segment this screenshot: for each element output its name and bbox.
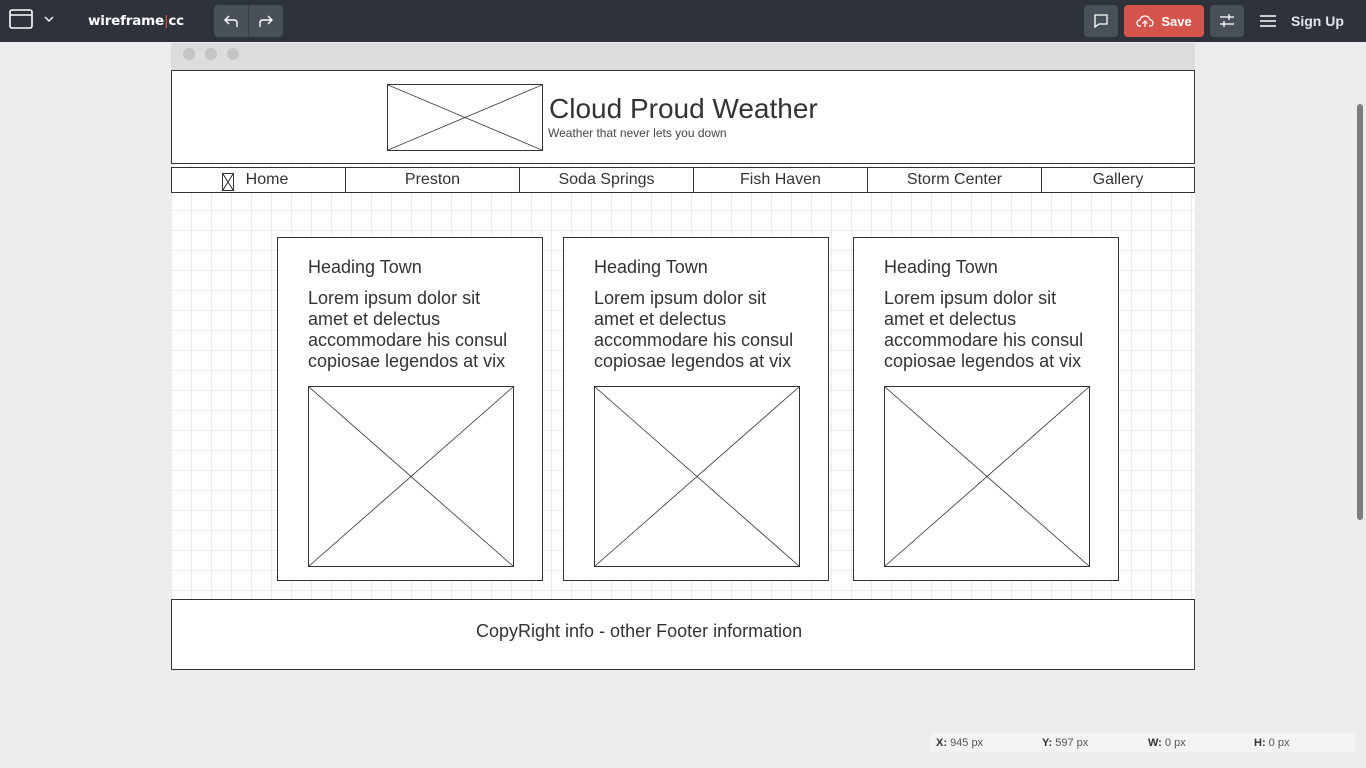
save-button[interactable]: Save: [1124, 5, 1204, 37]
logo-image-placeholder[interactable]: [387, 84, 543, 151]
town-card[interactable]: Heading Town Lorem ipsum dolor sit amet …: [853, 237, 1119, 581]
status-y-label: Y:: [1042, 737, 1053, 749]
card-body-text: Lorem ipsum dolor sit amet et delectus a…: [594, 288, 794, 371]
window-dot: [227, 48, 239, 60]
small-image-placeholder-icon: [222, 173, 234, 191]
status-x-label: X:: [936, 737, 947, 749]
status-w-value: 0 px: [1164, 737, 1186, 749]
status-w-label: W:: [1148, 737, 1162, 749]
wireframe-nav: Home Preston Soda Springs Fish Haven Sto…: [171, 167, 1195, 193]
wireframe-footer[interactable]: [171, 599, 1195, 670]
logo-separator: |: [163, 13, 169, 29]
site-title[interactable]: Cloud Proud Weather: [549, 93, 818, 124]
town-card[interactable]: Heading Town Lorem ipsum dolor sit amet …: [277, 237, 543, 581]
nav-item-soda-springs[interactable]: Soda Springs: [520, 168, 694, 192]
image-placeholder-icon: [388, 85, 542, 150]
wireframe-header[interactable]: [171, 70, 1195, 164]
nav-label: Soda Springs: [558, 171, 655, 188]
image-placeholder-icon: [885, 387, 1089, 566]
undo-redo-group: [214, 5, 283, 37]
footer-text[interactable]: CopyRight info - other Footer informatio…: [476, 621, 803, 641]
redo-button[interactable]: [248, 5, 283, 37]
town-card[interactable]: Heading Town Lorem ipsum dolor sit amet …: [563, 237, 829, 581]
nav-item-storm-center[interactable]: Storm Center: [868, 168, 1042, 192]
window-icon: [9, 9, 33, 29]
nav-item-gallery[interactable]: Gallery: [1042, 168, 1194, 192]
logo-text-left: wireframe: [88, 13, 164, 29]
status-h-value: 0 px: [1268, 737, 1290, 749]
nav-item-preston[interactable]: Preston: [346, 168, 520, 192]
nav-label: Preston: [404, 171, 461, 188]
status-h-label: H:: [1254, 737, 1266, 749]
card-body-text: Lorem ipsum dolor sit amet et delectus a…: [308, 288, 508, 371]
nav-label: Gallery: [1092, 171, 1144, 188]
card-image-placeholder[interactable]: [308, 386, 514, 567]
settings-button[interactable]: [1210, 5, 1244, 37]
cloud-upload-icon: [1136, 15, 1154, 27]
card-heading: Heading Town: [884, 257, 998, 277]
comment-button[interactable]: [1084, 5, 1118, 37]
card-image-placeholder[interactable]: [594, 386, 800, 567]
window-dot: [183, 48, 195, 60]
status-y-value: 597 px: [1055, 737, 1089, 749]
sign-up-link[interactable]: Sign Up: [1291, 13, 1344, 29]
chevron-down-icon: [44, 16, 54, 22]
image-placeholder-icon: [309, 387, 513, 566]
app-menu-button[interactable]: [9, 9, 54, 29]
coordinates-status-bar: X: 945 px Y: 597 px W: 0 px H: 0 px: [930, 733, 1355, 752]
status-w: W: 0 px: [1148, 737, 1186, 749]
card-heading: Heading Town: [308, 257, 422, 277]
nav-item-fish-haven[interactable]: Fish Haven: [694, 168, 868, 192]
hamburger-menu-icon[interactable]: [1258, 11, 1278, 31]
browser-frame-bar: [171, 43, 1195, 70]
nav-label: Fish Haven: [740, 171, 821, 188]
comment-icon: [1094, 14, 1108, 29]
status-x: X: 945 px: [936, 737, 983, 749]
nav-label: Storm Center: [906, 171, 1003, 188]
status-x-value: 945 px: [950, 737, 984, 749]
logo-text-right: cc: [168, 13, 184, 29]
card-image-placeholder[interactable]: [884, 386, 1090, 567]
app-logo: wireframe|cc: [88, 13, 184, 29]
undo-button[interactable]: [214, 5, 248, 37]
undo-icon: [224, 15, 238, 27]
sliders-icon: [1220, 14, 1234, 27]
site-subtitle[interactable]: Weather that never lets you down: [548, 126, 727, 140]
image-placeholder-icon: [595, 387, 799, 566]
window-dot: [205, 48, 217, 60]
vertical-scrollbar[interactable]: [1357, 104, 1363, 520]
nav-item-home[interactable]: Home: [172, 168, 346, 192]
status-h: H: 0 px: [1254, 737, 1289, 749]
status-y: Y: 597 px: [1042, 737, 1088, 749]
card-body-text: Lorem ipsum dolor sit amet et delectus a…: [884, 288, 1084, 371]
nav-label: Home: [245, 171, 289, 188]
save-label: Save: [1161, 13, 1192, 29]
top-toolbar: wireframe|cc Save: [0, 0, 1366, 42]
redo-icon: [259, 15, 273, 27]
card-heading: Heading Town: [594, 257, 708, 277]
